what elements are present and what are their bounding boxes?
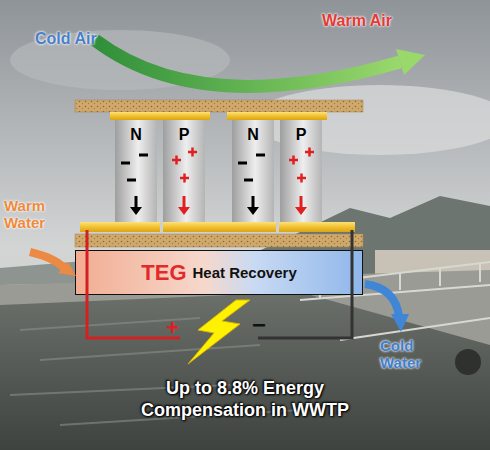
node-text: P (179, 126, 190, 143)
lightning-bolt (188, 300, 250, 364)
node-text: N (247, 126, 259, 143)
flow-arrow (300, 196, 303, 208)
carrier-flow-arrows (130, 196, 307, 215)
caption-text: Up to 8.8% Energy Compensation in WWTP (105, 378, 385, 421)
air-label: Cold Air (35, 30, 135, 48)
air-flow-arrow (95, 40, 400, 86)
top-ceramic-plate (75, 100, 363, 112)
warm-water-arrow (30, 252, 64, 268)
bottom-conductor (80, 222, 160, 232)
cold-water-arrow (365, 284, 399, 316)
flow-arrow (135, 196, 138, 208)
bottom-conductor (279, 222, 355, 232)
negative-charges (121, 155, 265, 180)
water-label: Warm Water (4, 198, 59, 231)
charge-symbol (127, 179, 136, 182)
charge-symbol (305, 148, 314, 157)
arrow-head (130, 207, 142, 215)
terminal-sign: + (166, 316, 186, 340)
arrow-head (396, 49, 425, 75)
charge-symbol (238, 162, 247, 165)
water-label: Cold Water (380, 338, 435, 371)
node-text: N (130, 126, 142, 143)
flow-arrow (252, 196, 255, 208)
node-text: Heat Recovery (193, 264, 297, 281)
negative-wire (258, 230, 352, 338)
top-conductor (110, 112, 210, 120)
charge-symbol (121, 162, 130, 165)
charge-symbol (244, 179, 253, 182)
node-text: TEG (141, 260, 186, 286)
arrow-head (391, 314, 409, 332)
charge-symbol (256, 154, 265, 157)
charge-symbol (289, 156, 298, 165)
flow-arrow (183, 196, 186, 208)
arrow-head (295, 207, 307, 215)
charge-symbol (180, 174, 189, 183)
water-surface (0, 292, 490, 450)
arrow-head (178, 207, 190, 215)
bottom-ceramic-plate (75, 234, 363, 247)
terminal-sign: − (252, 312, 272, 338)
charge-symbol (139, 154, 148, 157)
outlet-pipe (455, 349, 481, 375)
node-text: P (296, 126, 307, 143)
concrete (0, 270, 490, 450)
top-conductor (227, 112, 327, 120)
arrow-head (58, 262, 76, 276)
charge-symbol (188, 148, 197, 157)
charge-symbol (297, 174, 306, 183)
air-label: Warm Air (322, 12, 422, 30)
bottom-conductor (163, 222, 276, 232)
positive-charges (172, 148, 314, 183)
teg-module-box: TEG Heat Recovery (75, 250, 363, 295)
arrow-head (247, 207, 259, 215)
charge-symbol (172, 156, 181, 165)
